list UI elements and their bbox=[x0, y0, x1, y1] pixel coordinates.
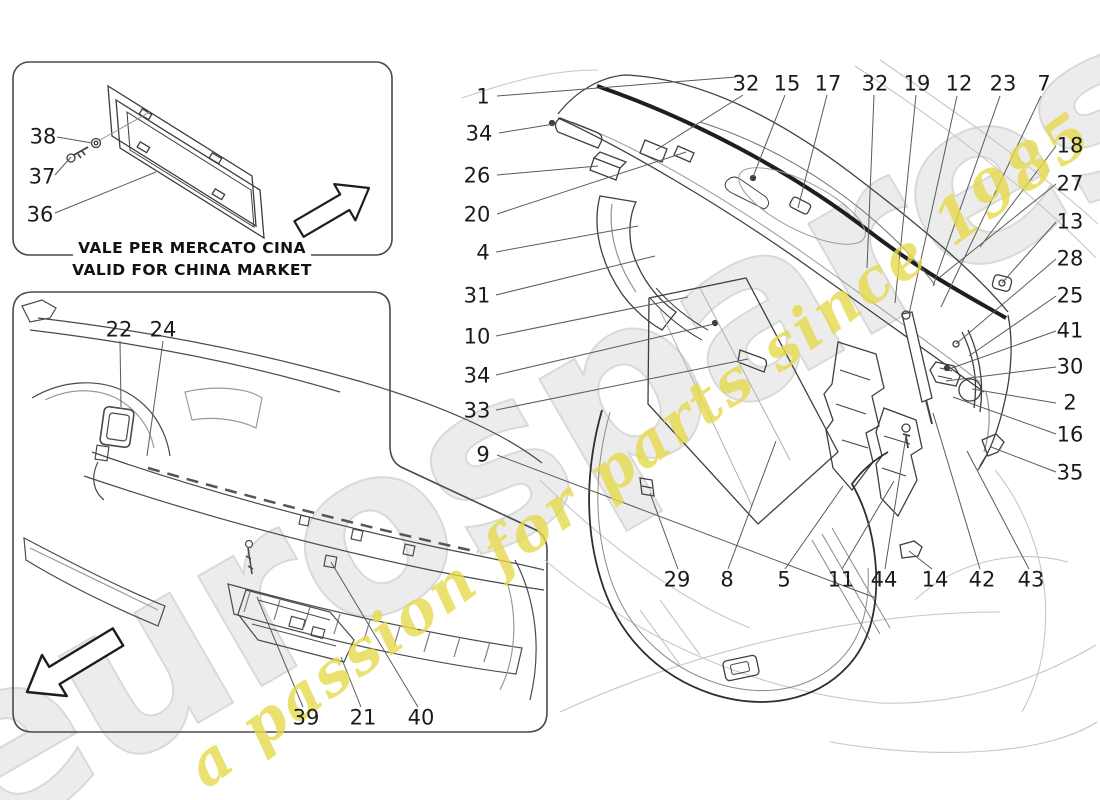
callout-part-30: 30 bbox=[1056, 354, 1084, 379]
callout-part-37: 37 bbox=[28, 164, 56, 189]
callout-part-33: 33 bbox=[463, 398, 491, 423]
lamp-cluster-b bbox=[875, 407, 923, 518]
grommet bbox=[991, 274, 1013, 292]
callout-part-19: 19 bbox=[903, 71, 931, 96]
callout-part-14: 14 bbox=[921, 567, 949, 592]
gas-strut bbox=[901, 310, 933, 425]
caption-italian: VALE PER MERCATO CINA bbox=[73, 239, 311, 257]
park-sensor-module bbox=[93, 405, 135, 501]
callout-part-9: 9 bbox=[476, 442, 490, 467]
callout-part-44: 44 bbox=[870, 567, 898, 592]
callout-part-32-a: 32 bbox=[732, 71, 760, 96]
callout-part-29: 29 bbox=[663, 567, 691, 592]
grab-handle bbox=[554, 117, 603, 149]
callout-part-28: 28 bbox=[1056, 246, 1084, 271]
pillar-trim bbox=[596, 195, 677, 331]
callout-part-16: 16 bbox=[1056, 422, 1084, 447]
callout-part-10: 10 bbox=[463, 324, 491, 349]
callout-part-11: 11 bbox=[827, 567, 855, 592]
callout-part-18: 18 bbox=[1056, 133, 1084, 158]
callout-part-1: 1 bbox=[476, 84, 490, 109]
callout-part-20: 20 bbox=[463, 202, 491, 227]
callout-part-24: 24 bbox=[149, 317, 177, 342]
leader-lines bbox=[54, 76, 1057, 708]
callout-part-2: 2 bbox=[1063, 390, 1077, 415]
callout-part-32-b: 32 bbox=[861, 71, 889, 96]
callout-part-23: 23 bbox=[989, 71, 1017, 96]
callout-part-17: 17 bbox=[814, 71, 842, 96]
arrow-icon-china bbox=[293, 183, 371, 238]
bracket-14 bbox=[899, 540, 923, 559]
callout-part-35: 35 bbox=[1056, 460, 1084, 485]
callout-part-22: 22 bbox=[105, 317, 133, 342]
callout-part-21: 21 bbox=[349, 705, 377, 730]
callout-part-38: 38 bbox=[29, 124, 57, 149]
callout-part-8: 8 bbox=[720, 567, 734, 592]
arrow-icon-bumper bbox=[25, 627, 125, 698]
liftgate-parts bbox=[548, 117, 1013, 703]
callout-part-27: 27 bbox=[1056, 171, 1084, 196]
caption-english: VALID FOR CHINA MARKET bbox=[67, 261, 317, 279]
bumper-art bbox=[21, 299, 545, 701]
liftgate-outline bbox=[557, 74, 1012, 471]
clip-29 bbox=[639, 477, 655, 497]
callout-part-34-a: 34 bbox=[465, 121, 493, 146]
brake-light-part bbox=[789, 196, 812, 215]
plate-frame-art bbox=[66, 84, 265, 240]
callout-part-7: 7 bbox=[1037, 71, 1051, 96]
bumper-box-frame bbox=[12, 291, 548, 733]
callout-part-5: 5 bbox=[777, 567, 791, 592]
callout-part-25: 25 bbox=[1056, 283, 1084, 308]
callout-part-43: 43 bbox=[1017, 567, 1045, 592]
lamp-cluster-a bbox=[823, 341, 885, 492]
callout-part-31: 31 bbox=[463, 283, 491, 308]
trim-panel bbox=[647, 277, 839, 525]
callout-part-12: 12 bbox=[945, 71, 973, 96]
callout-part-26: 26 bbox=[463, 163, 491, 188]
bumper-bracket bbox=[237, 539, 355, 663]
callout-part-39: 39 bbox=[292, 705, 320, 730]
latch-assembly bbox=[929, 361, 961, 387]
striker-recess bbox=[722, 654, 760, 682]
hinge-bracket bbox=[979, 433, 1005, 467]
callout-part-13: 13 bbox=[1056, 209, 1084, 234]
body-context-lines bbox=[461, 59, 1099, 753]
seal-loop bbox=[588, 409, 889, 703]
callout-part-40: 40 bbox=[407, 705, 435, 730]
callout-part-15: 15 bbox=[773, 71, 801, 96]
spoiler-strip bbox=[596, 84, 1008, 320]
callout-part-42: 42 bbox=[968, 567, 996, 592]
callout-part-41: 41 bbox=[1056, 318, 1084, 343]
callout-part-36: 36 bbox=[26, 202, 54, 227]
callout-part-34-b: 34 bbox=[463, 363, 491, 388]
callout-part-4: 4 bbox=[476, 240, 490, 265]
